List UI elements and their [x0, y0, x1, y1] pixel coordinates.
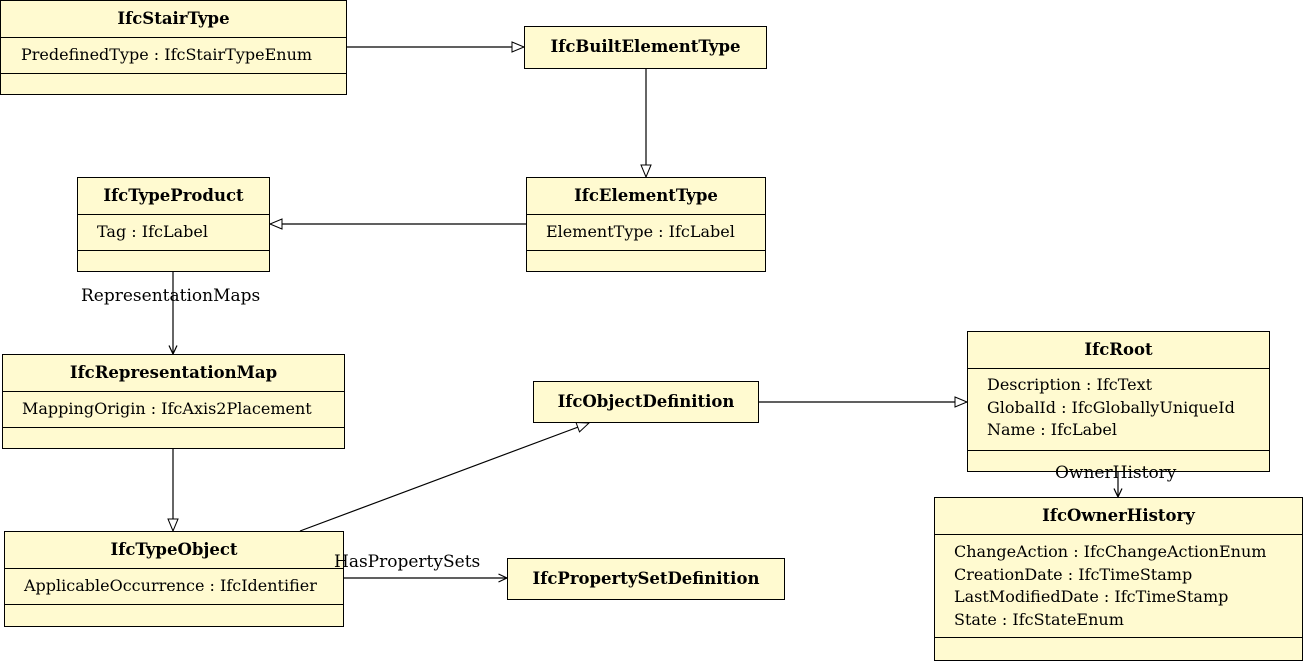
class-ifcpropertysetdefinition[interactable]: IfcPropertySetDefinition [507, 558, 785, 600]
attributes: MappingOrigin : IfcAxis2Placement [3, 392, 344, 428]
attribute: PredefinedType : IfcStairTypeEnum [21, 45, 313, 64]
class-name: IfcRepresentationMap [3, 355, 344, 392]
association-label-haspropertysets: HasPropertySets [334, 552, 481, 572]
attributes: ApplicableOccurrence : IfcIdentifier [5, 569, 343, 605]
generalization-typeobject-objectdefinition [299, 423, 589, 532]
attribute: CreationDate : IfcTimeStamp [954, 564, 1193, 584]
association-label-representationmaps: RepresentationMaps [81, 286, 261, 306]
attributes: ElementType : IfcLabel [527, 215, 765, 251]
attributes: PredefinedType : IfcStairTypeEnum [1, 38, 346, 74]
attribute: Tag : IfcLabel [97, 222, 208, 241]
attribute: Description : IfcText [987, 375, 1153, 394]
attribute: ChangeAction : IfcChangeActionEnum [954, 542, 1267, 561]
attribute: Name : IfcLabel [987, 420, 1117, 439]
class-name: IfcRoot [968, 332, 1269, 369]
class-ifcrepresentationmap[interactable]: IfcRepresentationMap MappingOrigin : Ifc… [2, 354, 345, 449]
association-label-ownerhistory: OwnerHistory [1055, 463, 1177, 483]
class-name: IfcTypeProduct [78, 178, 269, 215]
attribute: State : IfcStateEnum [954, 609, 1124, 629]
class-name: IfcObjectDefinition [557, 392, 735, 411]
attribute: MappingOrigin : IfcAxis2Placement [22, 399, 312, 418]
attributes: Description : IfcText GlobalId : IfcGlob… [968, 369, 1269, 451]
attributes: ChangeAction : IfcChangeActionEnum Creat… [935, 535, 1302, 638]
class-name: IfcPropertySetDefinition [532, 569, 760, 588]
class-ifcobjectdefinition[interactable]: IfcObjectDefinition [533, 381, 759, 423]
class-ifcownerhistory[interactable]: IfcOwnerHistory ChangeAction : IfcChange… [934, 497, 1303, 661]
class-name: IfcStairType [1, 1, 346, 38]
attributes: Tag : IfcLabel [78, 215, 269, 251]
attribute: GlobalId : IfcGloballyUniqueId [987, 397, 1235, 417]
class-ifctypeobject[interactable]: IfcTypeObject ApplicableOccurrence : Ifc… [4, 531, 344, 627]
class-ifcroot[interactable]: IfcRoot Description : IfcText GlobalId :… [967, 331, 1270, 472]
attribute: LastModifiedDate : IfcTimeStamp [954, 587, 1229, 606]
class-ifcbuiltelementtype[interactable]: IfcBuiltElementType [524, 26, 767, 69]
attribute: ApplicableOccurrence : IfcIdentifier [24, 576, 317, 595]
class-name: IfcElementType [527, 178, 765, 215]
class-name: IfcBuiltElementType [550, 37, 741, 56]
class-ifcelementtype[interactable]: IfcElementType ElementType : IfcLabel [526, 177, 766, 272]
attribute: ElementType : IfcLabel [546, 222, 735, 241]
class-name: IfcOwnerHistory [935, 498, 1302, 535]
class-ifcstairtype[interactable]: IfcStairType PredefinedType : IfcStairTy… [0, 0, 347, 95]
class-ifctypeproduct[interactable]: IfcTypeProduct Tag : IfcLabel [77, 177, 270, 272]
class-name: IfcTypeObject [5, 532, 343, 569]
